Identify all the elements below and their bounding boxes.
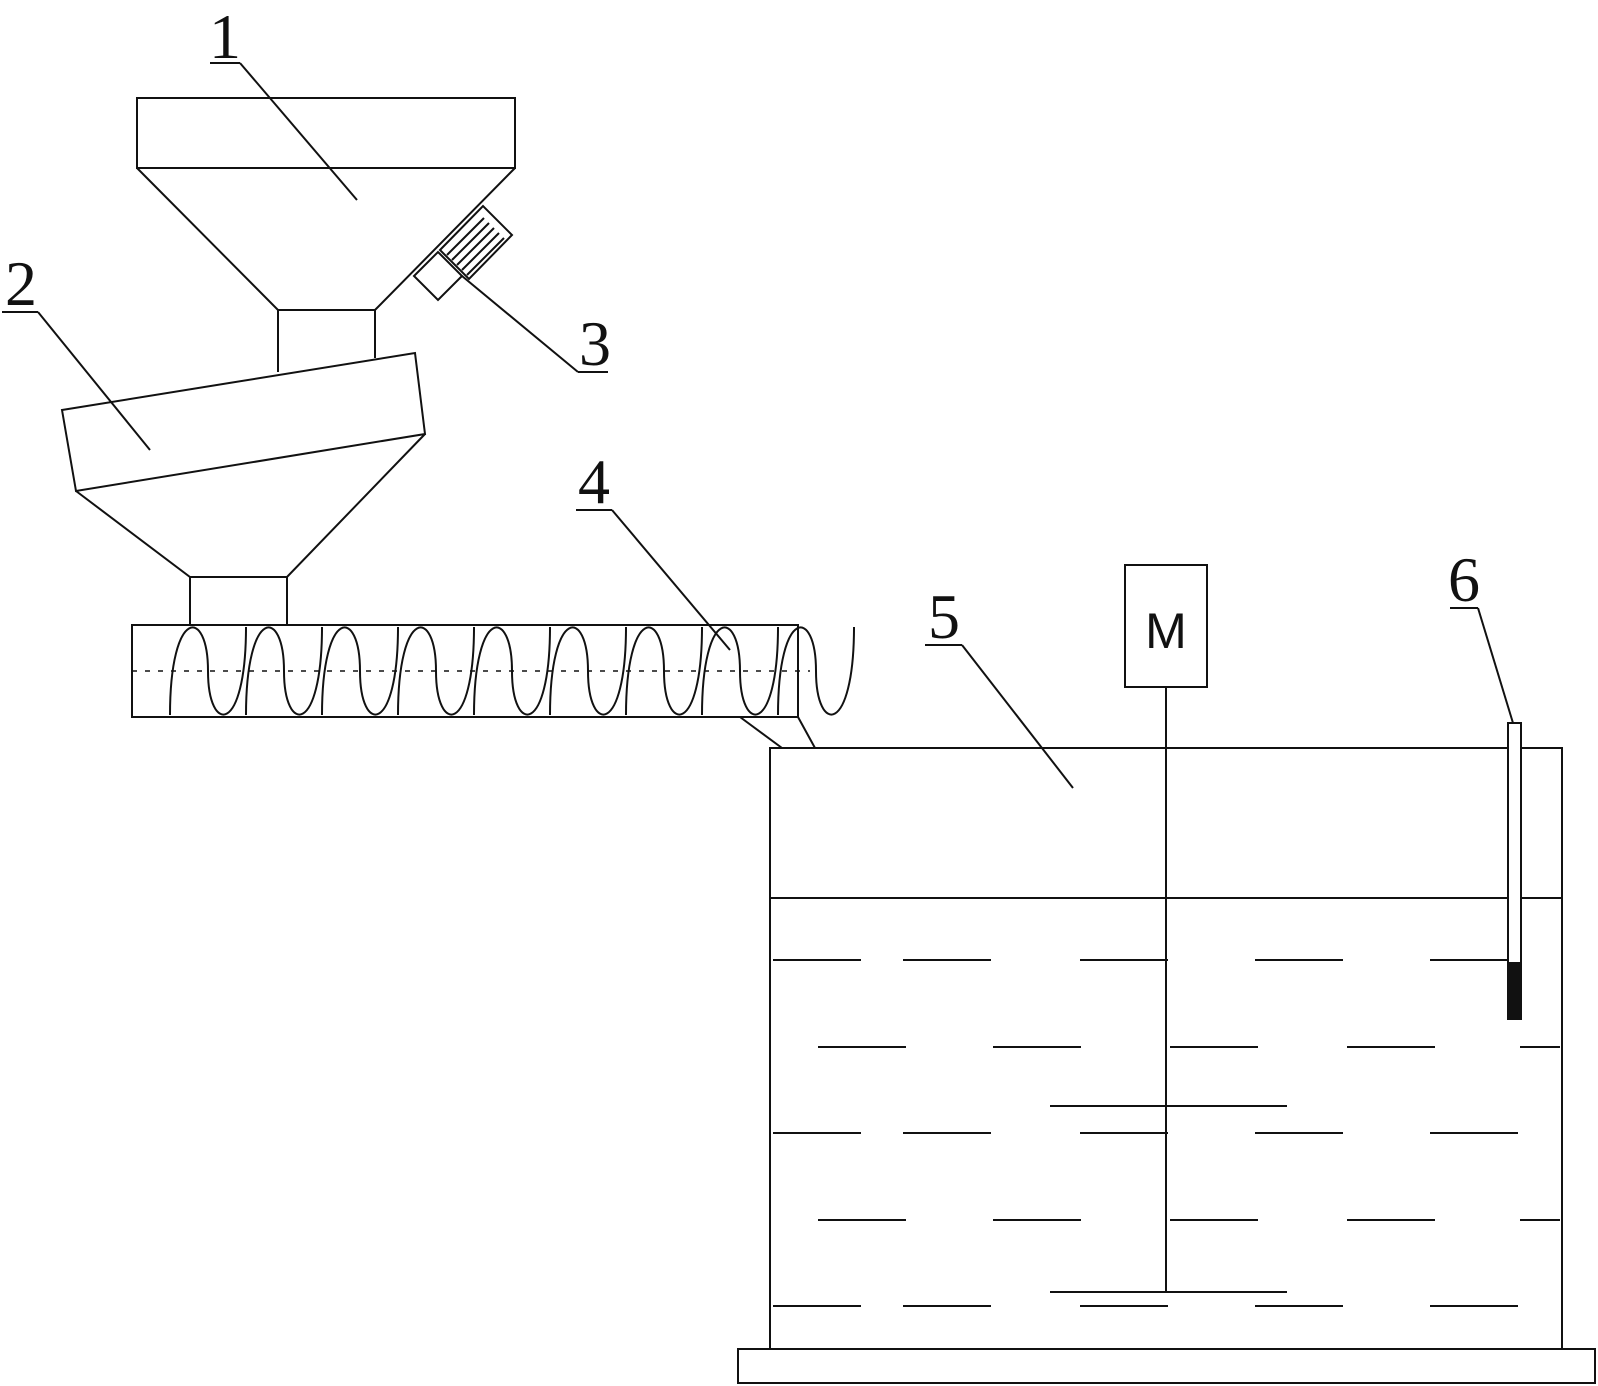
stirrer: M [1050,564,1287,1293]
tank [737,747,1596,1384]
label-thermometer: 6 [1448,544,1480,615]
callout-numbers: 1 2 3 4 5 6 [5,1,1480,652]
label-vibrator: 3 [579,308,611,379]
thermometer [1507,722,1522,1020]
label-tank: 5 [928,581,960,652]
thermometer-bulb [1508,962,1521,1019]
label-screw-conveyor: 4 [578,446,610,517]
vibrator-hatching [446,217,505,276]
vibrator [412,204,514,302]
mixer [60,351,427,625]
screw-conveyor [131,624,855,749]
motor-label: M [1145,603,1187,659]
leader-lines [2,62,1514,789]
screw-helix [169,626,855,716]
liquid-waves [773,959,1560,1307]
label-mixer: 2 [5,248,37,319]
label-hopper: 1 [209,1,241,72]
hopper [136,97,516,372]
